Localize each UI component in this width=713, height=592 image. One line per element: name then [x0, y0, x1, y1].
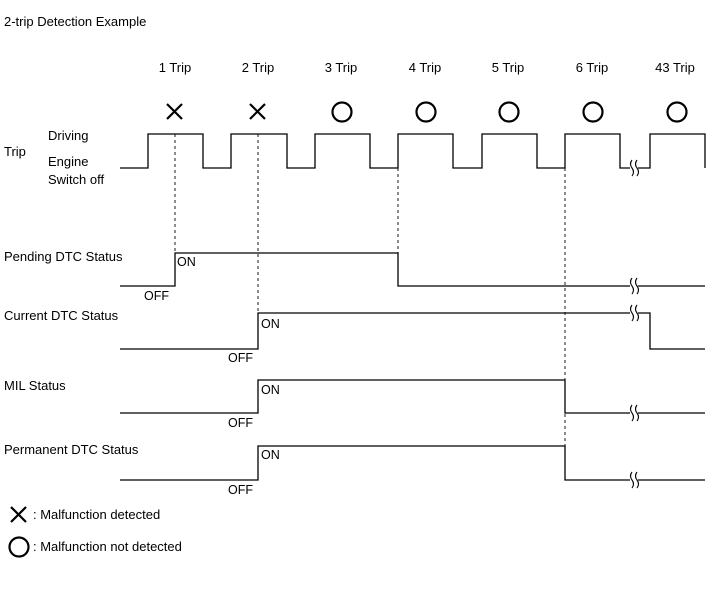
engine-state-label: Engine — [48, 154, 88, 169]
pending-dtc-break-marker — [629, 277, 640, 295]
trip-row-label: Trip — [4, 144, 26, 159]
trip-label-43: 43 Trip — [655, 60, 695, 75]
current-dtc-on-label: ON — [261, 317, 280, 331]
circle-marker-trip-5 — [498, 101, 520, 123]
pending-dtc-waveform — [120, 252, 705, 287]
mil-status-break-marker — [629, 404, 640, 422]
switch-off-state-label: Switch off — [48, 172, 105, 187]
mil-status-label: MIL Status — [4, 378, 66, 393]
driving-state-label: Driving — [48, 128, 88, 143]
trip-label-5: 5 Trip — [492, 60, 525, 75]
legend-cross-text: : Malfunction detected — [33, 507, 160, 522]
permanent-dtc-break-marker — [629, 471, 640, 489]
trip-label-1: 1 Trip — [159, 60, 192, 75]
permanent-dtc-on-label: ON — [261, 448, 280, 462]
current-dtc-waveform — [120, 312, 705, 350]
legend-circle-icon — [8, 536, 30, 558]
pending-dtc-off-label: OFF — [144, 289, 169, 303]
current-dtc-off-label: OFF — [228, 351, 253, 365]
mil-status-on-label: ON — [261, 383, 280, 397]
trip-label-6: 6 Trip — [576, 60, 609, 75]
trip-label-2: 2 Trip — [242, 60, 275, 75]
circle-marker-trip-4 — [415, 101, 437, 123]
cross-marker-trip-2 — [249, 103, 266, 120]
trip-label-4: 4 Trip — [409, 60, 442, 75]
circle-marker-trip-6 — [582, 101, 604, 123]
cross-marker-trip-1 — [166, 103, 183, 120]
mil-status-waveform — [120, 379, 705, 414]
circle-marker-trip-3 — [331, 101, 353, 123]
permanent-dtc-label: Permanent DTC Status — [4, 442, 139, 457]
diagram-title: 2-trip Detection Example — [4, 14, 146, 29]
permanent-dtc-off-label: OFF — [228, 483, 253, 497]
permanent-dtc-waveform — [120, 445, 705, 481]
legend-cross-icon — [10, 506, 27, 523]
trip-label-3: 3 Trip — [325, 60, 358, 75]
pending-dtc-on-label: ON — [177, 255, 196, 269]
circle-marker-trip-43 — [666, 101, 688, 123]
current-dtc-label: Current DTC Status — [4, 308, 119, 323]
trip-break-marker — [629, 159, 640, 177]
trip-waveform — [120, 133, 706, 169]
legend-circle-text: : Malfunction not detected — [33, 539, 182, 554]
current-dtc-break-marker — [629, 304, 640, 322]
pending-dtc-label: Pending DTC Status — [4, 249, 123, 264]
mil-status-off-label: OFF — [228, 416, 253, 430]
